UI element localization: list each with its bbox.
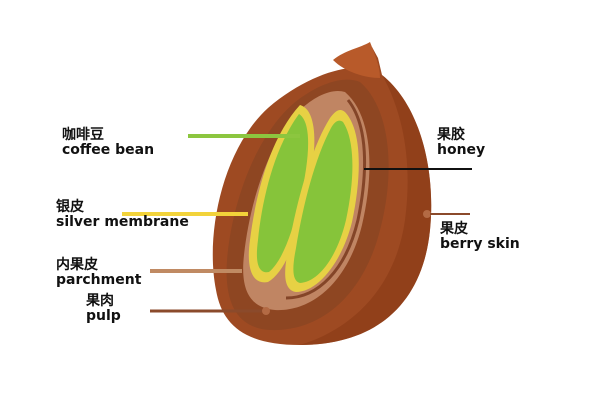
honey-label-zh: 果胶 xyxy=(437,127,465,143)
coffee-bean-right-shape xyxy=(293,120,353,284)
coffee-bean-label-zh: 咖啡豆 xyxy=(62,127,104,143)
silver-membrane-label-zh: 银皮 xyxy=(56,199,84,215)
parchment-label-en: parchment xyxy=(56,271,142,288)
honey-label: 果胶 honey xyxy=(437,128,485,157)
silver-membrane-label: 银皮 silver membrane xyxy=(56,200,189,229)
coffee-bean-label-en: coffee bean xyxy=(62,141,155,158)
stem-shape xyxy=(333,42,380,78)
berry-skin-label: 果皮 berry skin xyxy=(440,222,520,251)
parchment-label-zh: 内果皮 xyxy=(56,257,98,273)
honey-label-en: honey xyxy=(437,141,486,158)
berry-skin-marker-dot xyxy=(423,210,431,218)
coffee-bean-label: 咖啡豆 coffee bean xyxy=(62,128,154,157)
pulp-label: 果肉 pulp xyxy=(86,294,121,323)
berry-skin-label-en: berry skin xyxy=(440,235,520,252)
pulp-label-zh: 果肉 xyxy=(86,293,114,309)
silver-membrane-label-en: silver membrane xyxy=(56,213,189,230)
coffee-bean-left-shape xyxy=(256,114,309,273)
pulp-label-en: pulp xyxy=(86,307,121,324)
pulp-marker-dot xyxy=(262,307,270,315)
honey-layer-shape xyxy=(285,99,367,300)
skin-shadow-shape xyxy=(300,75,432,345)
berry-skin-label-zh: 果皮 xyxy=(440,221,468,237)
parchment-label: 内果皮 parchment xyxy=(56,258,141,287)
